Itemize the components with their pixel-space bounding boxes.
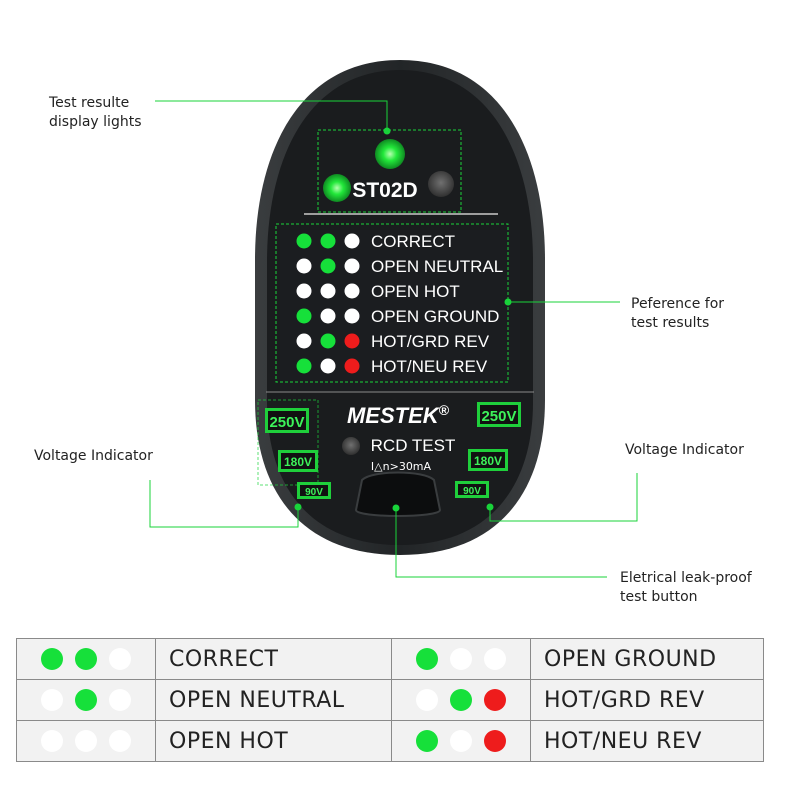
voltage-label-180v-left: 180V: [284, 455, 312, 469]
callout-reference-line1: Peference for: [631, 296, 725, 312]
rcd-spec-label: I△n>30mA: [371, 460, 432, 473]
model-label: ST02D: [352, 179, 417, 202]
legend-label: CORRECT: [155, 638, 392, 680]
panel-led-red: [344, 358, 360, 374]
brand-logo: MESTEK®: [347, 402, 450, 428]
panel-led-white: [296, 258, 312, 274]
panel-led-white: [344, 283, 360, 299]
legend-row: OPEN NEUTRAL HOT/GRD REV: [16, 679, 764, 721]
right-led-grey: [428, 171, 454, 197]
legend-dot-white: [484, 648, 506, 670]
legend-row: CORRECT OPEN GROUND: [16, 638, 764, 680]
panel-row-label: OPEN HOT: [371, 282, 460, 301]
callout-display-lights-line2: display lights: [49, 114, 142, 130]
legend-dot-white: [450, 648, 472, 670]
legend-dot-white: [109, 648, 131, 670]
legend-lights: [391, 638, 531, 680]
callout-lines: [149, 100, 638, 578]
voltage-label-90v-left: 90V: [305, 487, 323, 498]
legend-label: OPEN NEUTRAL: [155, 679, 392, 721]
callout-test-button: Eletrical leak-proof test button: [620, 569, 752, 607]
panel-led-green: [296, 233, 312, 249]
legend-row: OPEN HOT HOT/NEU REV: [16, 720, 764, 762]
panel-row-label: OPEN NEUTRAL: [371, 257, 503, 276]
legend-lights: [391, 679, 531, 721]
panel-row-label: CORRECT: [371, 232, 455, 251]
brand-area: MESTEK® RCD TEST I△n>30mA: [342, 402, 455, 473]
legend-label: OPEN HOT: [155, 720, 392, 762]
legend-dot-white: [41, 689, 63, 711]
voltage-label-250v-left: 250V: [269, 414, 304, 431]
callout-voltage-right: Voltage Indicator: [625, 442, 744, 458]
callout-reference-line2: test results: [631, 315, 710, 331]
legend-dot-white: [109, 689, 131, 711]
legend-lights: [391, 720, 531, 762]
panel-led-red: [344, 333, 360, 349]
legend-dot-white: [109, 730, 131, 752]
legend-lights: [16, 720, 156, 762]
panel-led-green: [320, 258, 336, 274]
panel-led-white: [320, 358, 336, 374]
voltage-label-90v-right: 90V: [463, 486, 481, 497]
panel-led-white: [320, 308, 336, 324]
legend-label: HOT/NEU REV: [530, 720, 764, 762]
legend-dot-red: [484, 689, 506, 711]
legend-dot-green: [75, 689, 97, 711]
callout-test-button-line2: test button: [620, 589, 698, 605]
left-led-green: [323, 174, 351, 202]
legend-dot-green: [450, 689, 472, 711]
panel-led-white: [344, 308, 360, 324]
rcd-test-label: RCD TEST: [371, 436, 456, 455]
legend-dot-red: [484, 730, 506, 752]
callout-display-lights-line1: Test resulte: [49, 95, 130, 111]
top-led-green: [375, 139, 405, 169]
legend-dot-white: [450, 730, 472, 752]
panel-led-white: [344, 258, 360, 274]
panel-led-white: [296, 283, 312, 299]
panel-led-green: [320, 233, 336, 249]
legend-dot-white: [75, 730, 97, 752]
panel-row-label: OPEN GROUND: [371, 307, 499, 326]
callout-test-button-line1: Eletrical leak-proof: [620, 570, 752, 586]
result-display-lights: ST02D: [317, 129, 462, 213]
legend-dot-green: [41, 648, 63, 670]
voltage-indicator-left: 250V 180V 90V: [257, 399, 331, 499]
panel-row-label: HOT/NEU REV: [371, 357, 488, 376]
callout-reference: Peference for test results: [631, 295, 724, 333]
legend-label: HOT/GRD REV: [530, 679, 764, 721]
rcd-indicator-led: [342, 437, 360, 455]
panel-led-white: [320, 283, 336, 299]
callout-voltage-left: Voltage Indicator: [34, 448, 153, 464]
legend-lights: [16, 679, 156, 721]
legend-label: OPEN GROUND: [530, 638, 764, 680]
reference-panel: CORRECT OPEN NEUTRAL OPEN HOT OPEN GROUND HO…: [275, 223, 509, 383]
panel-row-label: HOT/GRD REV: [371, 332, 490, 351]
legend-dot-white: [41, 730, 63, 752]
voltage-indicator-right: 250V 180V 90V: [455, 402, 521, 498]
legend-dot-white: [416, 689, 438, 711]
callout-display-lights: Test resulte display lights: [49, 94, 141, 132]
panel-led-white: [344, 233, 360, 249]
legend-dot-green: [416, 730, 438, 752]
voltage-label-250v-right: 250V: [481, 408, 516, 425]
panel-led-green: [296, 308, 312, 324]
panel-led-green: [320, 333, 336, 349]
rcd-test-button[interactable]: [354, 471, 442, 517]
panel-led-green: [296, 358, 312, 374]
panel-led-white: [296, 333, 312, 349]
legend-lights: [16, 638, 156, 680]
legend-dot-green: [75, 648, 97, 670]
legend-dot-green: [416, 648, 438, 670]
legend-table: CORRECT OPEN GROUND OPEN NEUTRAL HOT/GRD RE…: [16, 638, 764, 762]
voltage-label-180v-right: 180V: [474, 454, 502, 468]
callout-points: [294, 127, 512, 512]
